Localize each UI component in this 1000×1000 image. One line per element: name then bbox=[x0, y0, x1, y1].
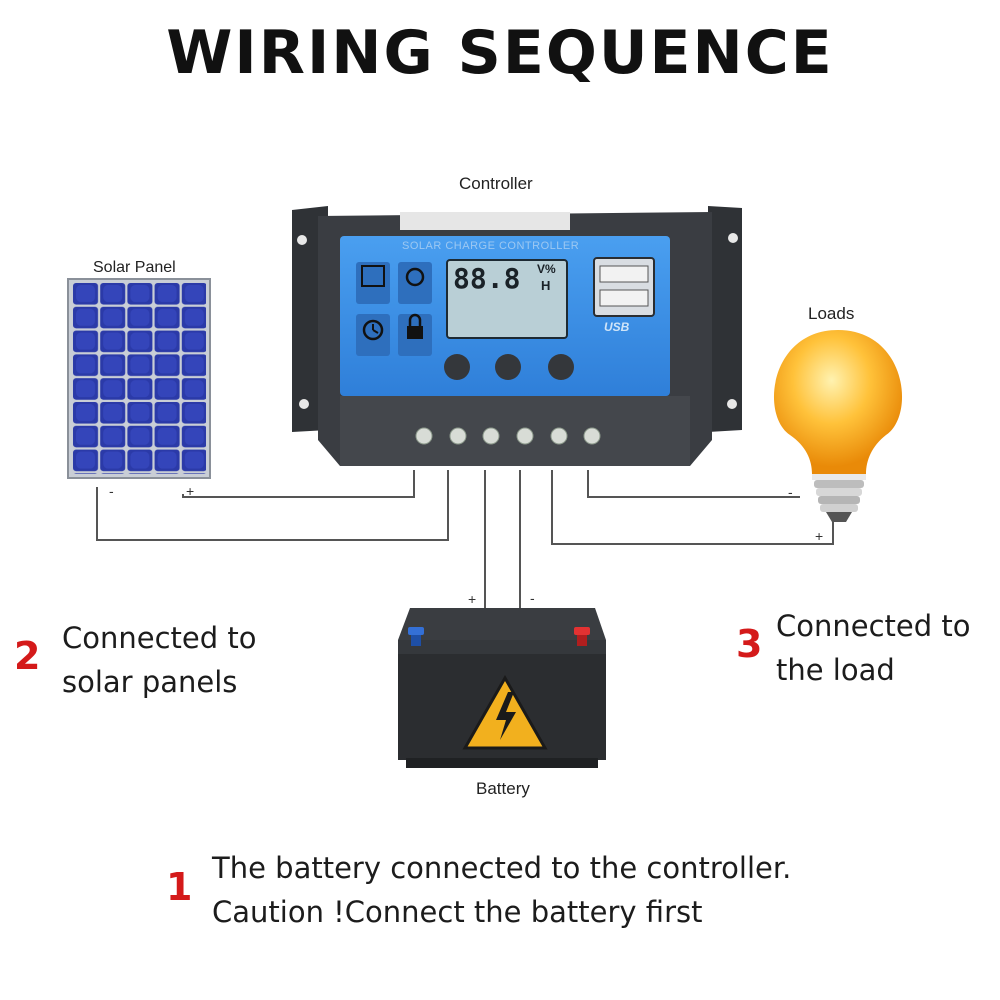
step-2-line-1: Connected to bbox=[62, 621, 257, 655]
panel-minus-sign: - bbox=[109, 483, 114, 499]
charge-controller bbox=[292, 206, 742, 466]
solar-panel bbox=[67, 278, 211, 479]
load-minus-sign: - bbox=[788, 484, 793, 500]
battery-minus-sign: - bbox=[530, 590, 535, 606]
lcd-readout: 88.8 bbox=[453, 262, 521, 295]
set-voltage-icon bbox=[398, 262, 432, 304]
step-2-number: 2 bbox=[14, 634, 41, 678]
battery-plus-sign: + bbox=[468, 591, 477, 607]
step-1-text: The battery connected to the controller.… bbox=[212, 846, 791, 934]
wire-panel-plus bbox=[182, 470, 415, 498]
step-1-number: 1 bbox=[166, 865, 193, 909]
step-3-line-2: the load bbox=[776, 653, 895, 687]
usb-label: USB bbox=[604, 320, 630, 334]
wires bbox=[96, 470, 834, 608]
step-1-line-2: Caution !Connect the battery first bbox=[212, 895, 703, 929]
step-2-line-2: solar panels bbox=[62, 665, 238, 699]
loads-label: Loads bbox=[808, 304, 855, 323]
panel-plus-sign: + bbox=[186, 483, 195, 499]
battery-label: Battery bbox=[476, 779, 530, 798]
step-3-text: Connected to the load bbox=[776, 604, 971, 692]
wire-load-plus bbox=[551, 470, 834, 545]
lcd-unit-bottom: H bbox=[541, 278, 551, 293]
mode-icon bbox=[356, 262, 390, 304]
load-plus-sign: + bbox=[815, 528, 824, 544]
lock-icon bbox=[398, 314, 432, 356]
light-bulb bbox=[773, 330, 903, 522]
wire-load-minus bbox=[587, 470, 800, 498]
wire-panel-minus bbox=[96, 470, 449, 541]
controller-header: SOLAR CHARGE CONTROLLER bbox=[402, 240, 580, 252]
timer-icon bbox=[356, 314, 390, 356]
battery bbox=[398, 608, 606, 768]
step-2-text: Connected to solar panels bbox=[62, 616, 257, 704]
step-1-line-1: The battery connected to the controller. bbox=[212, 851, 792, 885]
lcd-unit-top: V% bbox=[537, 262, 556, 276]
step-3-number: 3 bbox=[736, 622, 763, 666]
controller-label: Controller bbox=[459, 174, 533, 193]
page-title: WIRING SEQUENCE bbox=[166, 18, 834, 88]
solar-panel-label: Solar Panel bbox=[93, 259, 176, 276]
step-3-line-1: Connected to bbox=[776, 609, 971, 643]
